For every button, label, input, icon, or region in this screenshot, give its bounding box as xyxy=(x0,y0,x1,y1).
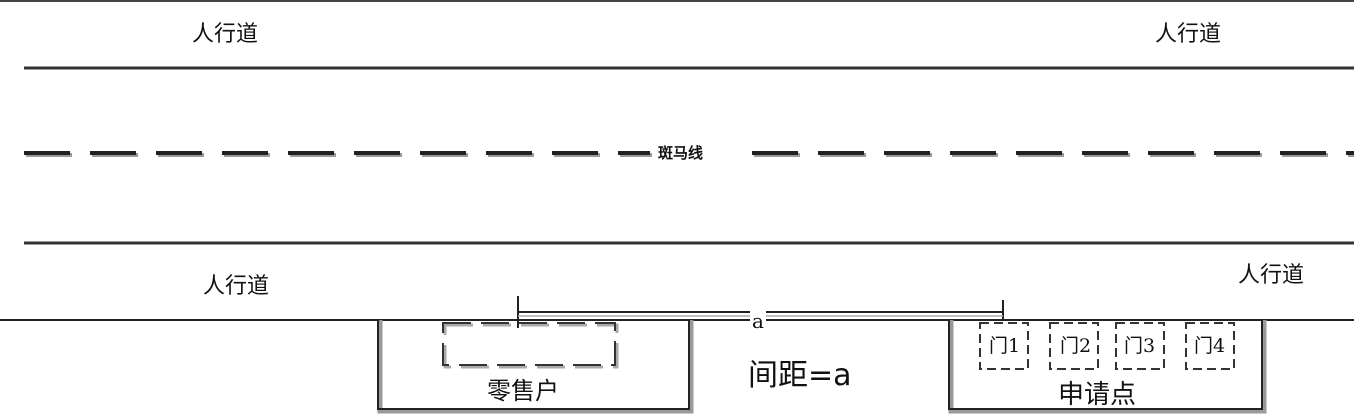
sidewalk-label-top-left: 人行道 xyxy=(192,22,259,47)
door-4-box xyxy=(1185,322,1235,370)
applicant-label: 申请点 xyxy=(1058,380,1137,410)
door-1-box xyxy=(979,322,1029,370)
retailer-label: 零售户 xyxy=(487,377,559,405)
retailer-door xyxy=(442,322,616,366)
zebra-crossing-label: 斑马线 xyxy=(656,142,706,163)
door-4-label: 门4 xyxy=(1194,335,1226,357)
applicant-shop xyxy=(948,320,1263,410)
door-2-box xyxy=(1049,322,1099,370)
sidewalk-label-top-right: 人行道 xyxy=(1155,22,1222,47)
distance-symbol: a xyxy=(750,309,766,333)
door-1-label: 门1 xyxy=(989,335,1021,357)
retailer-door-shadow xyxy=(443,323,619,369)
door-3-box xyxy=(1115,322,1165,370)
sidewalk-label-bottom-left: 人行道 xyxy=(203,274,270,299)
spacing-label: 间距=a xyxy=(748,358,852,393)
sidewalk-label-bottom-right: 人行道 xyxy=(1238,263,1305,288)
door-2-label: 门2 xyxy=(1060,335,1092,357)
applicant-shop-shadow xyxy=(948,320,1267,414)
door-3-label: 门3 xyxy=(1124,335,1156,357)
retailer-shop xyxy=(377,320,690,410)
retailer-shop-shadow xyxy=(377,320,694,414)
